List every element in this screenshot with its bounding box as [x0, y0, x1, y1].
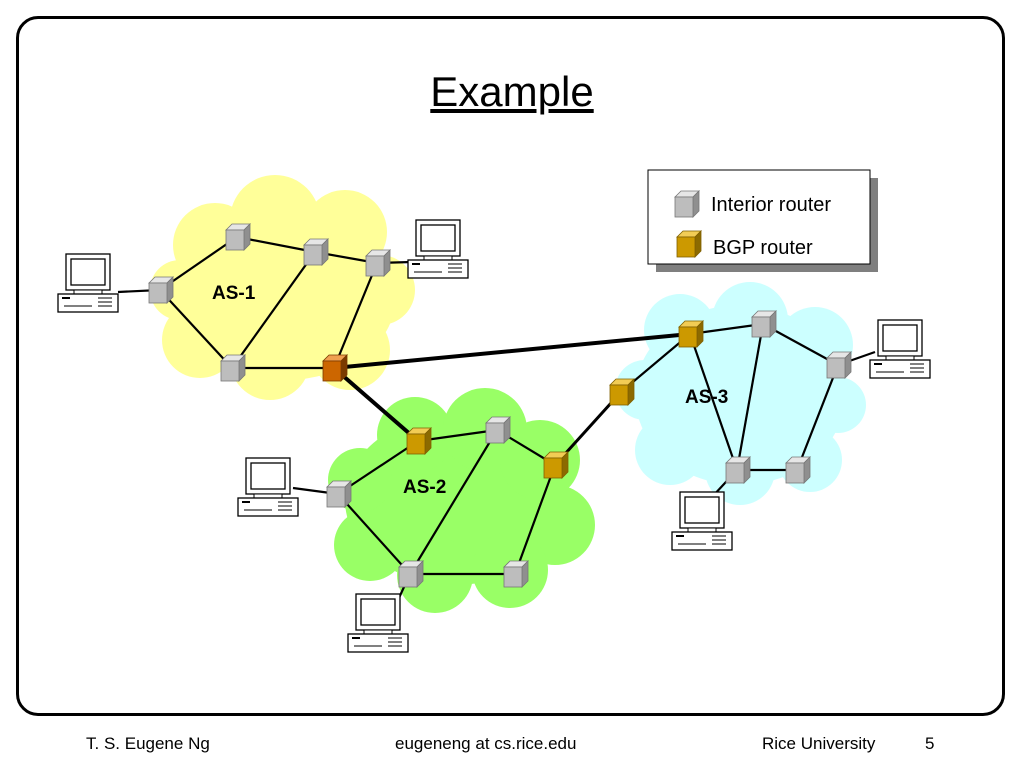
- legend-interior-label: Interior router: [711, 194, 831, 216]
- interior-router-icon: [725, 456, 751, 484]
- bgp-router-icon: [543, 451, 569, 479]
- interior-router-icon: [303, 238, 329, 266]
- interior-router-icon: [485, 416, 511, 444]
- computer-icon: [671, 491, 733, 551]
- as3-label: AS-3: [685, 387, 728, 408]
- footer-email: eugeneng at cs.rice.edu: [395, 734, 577, 753]
- computer-icon: [869, 319, 931, 379]
- legend-bgp-label: BGP router: [713, 237, 813, 259]
- as2-label: AS-2: [403, 477, 446, 498]
- interior-router-icon: [365, 249, 391, 277]
- computer-icon: [237, 457, 299, 517]
- footer-institution: Rice University: [762, 734, 876, 753]
- interior-router-icon: [220, 354, 246, 382]
- bgp-router-icon: [406, 427, 432, 455]
- bgp-router-icon: [676, 230, 702, 258]
- interior-router-icon: [503, 560, 529, 588]
- interior-router-icon: [225, 223, 251, 251]
- interior-router-icon: [398, 560, 424, 588]
- interior-router-icon: [326, 480, 352, 508]
- computer-icon: [407, 219, 469, 279]
- interior-router-icon: [751, 310, 777, 338]
- as3-cloud: [615, 282, 866, 505]
- slide-title: Example: [430, 68, 594, 115]
- page-number: 5: [925, 734, 935, 753]
- interior-router-icon: [148, 276, 174, 304]
- bgp-router-icon: [322, 354, 348, 382]
- interior-router-icon: [826, 351, 852, 379]
- computer-icon: [57, 253, 119, 313]
- bgp-router-icon: [678, 320, 704, 348]
- as1-label: AS-1: [212, 283, 256, 304]
- as2-cloud: [328, 388, 595, 613]
- computer-icon: [347, 593, 409, 653]
- interior-router-icon: [674, 190, 700, 218]
- as1-cloud: [150, 175, 415, 400]
- legend: Interior router BGP router: [647, 169, 878, 272]
- bgp-router-icon: [609, 378, 635, 406]
- interior-router-icon: [785, 456, 811, 484]
- footer-author: T. S. Eugene Ng: [86, 734, 210, 753]
